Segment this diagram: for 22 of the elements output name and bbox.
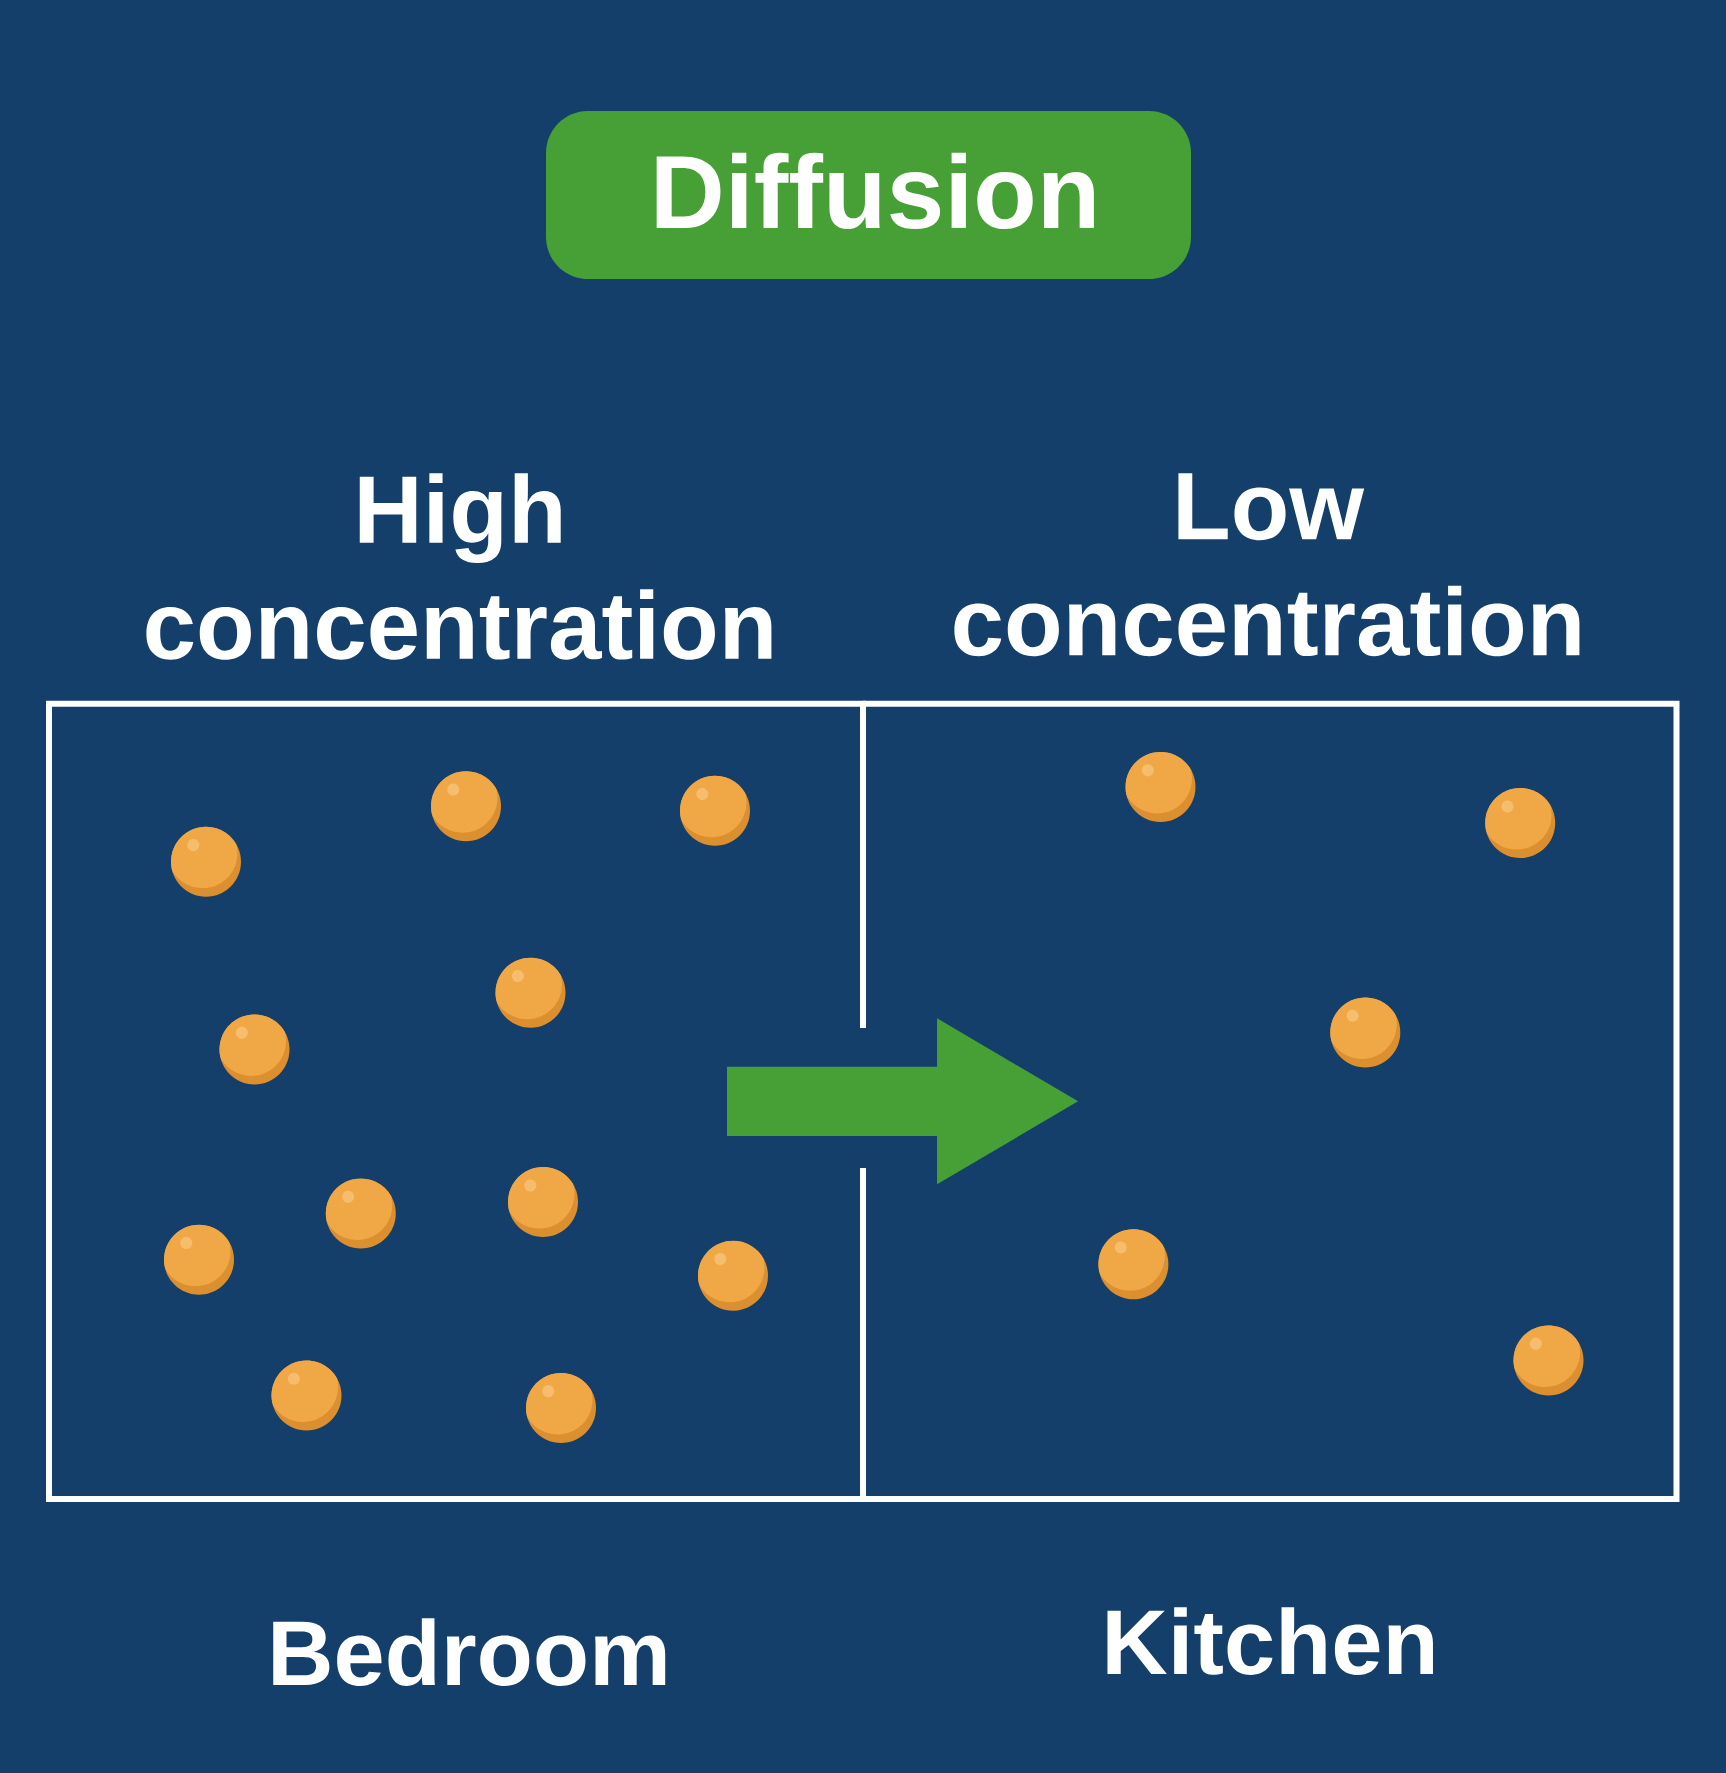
room-label: Kitchen xyxy=(1107,1607,1433,1675)
particle xyxy=(219,1014,290,1085)
particle xyxy=(1098,1229,1169,1300)
particle xyxy=(1485,788,1556,859)
particle xyxy=(698,1240,768,1311)
arrow xyxy=(727,1018,1079,1185)
particle xyxy=(171,826,241,897)
particle xyxy=(271,1360,342,1431)
particle xyxy=(164,1224,234,1295)
particle xyxy=(1125,751,1196,822)
particle xyxy=(1330,997,1401,1068)
particle xyxy=(526,1372,596,1443)
heading: Low concentration xyxy=(954,473,1580,657)
particle xyxy=(680,775,750,846)
particle xyxy=(325,1178,396,1249)
particle xyxy=(1513,1325,1584,1396)
room-label: Bedroom xyxy=(273,1618,666,1686)
particle xyxy=(431,771,501,842)
particle xyxy=(508,1167,578,1238)
particle xyxy=(495,957,566,1028)
title-badge: Diffusion xyxy=(546,111,1191,279)
heading: High concentration xyxy=(146,473,772,660)
